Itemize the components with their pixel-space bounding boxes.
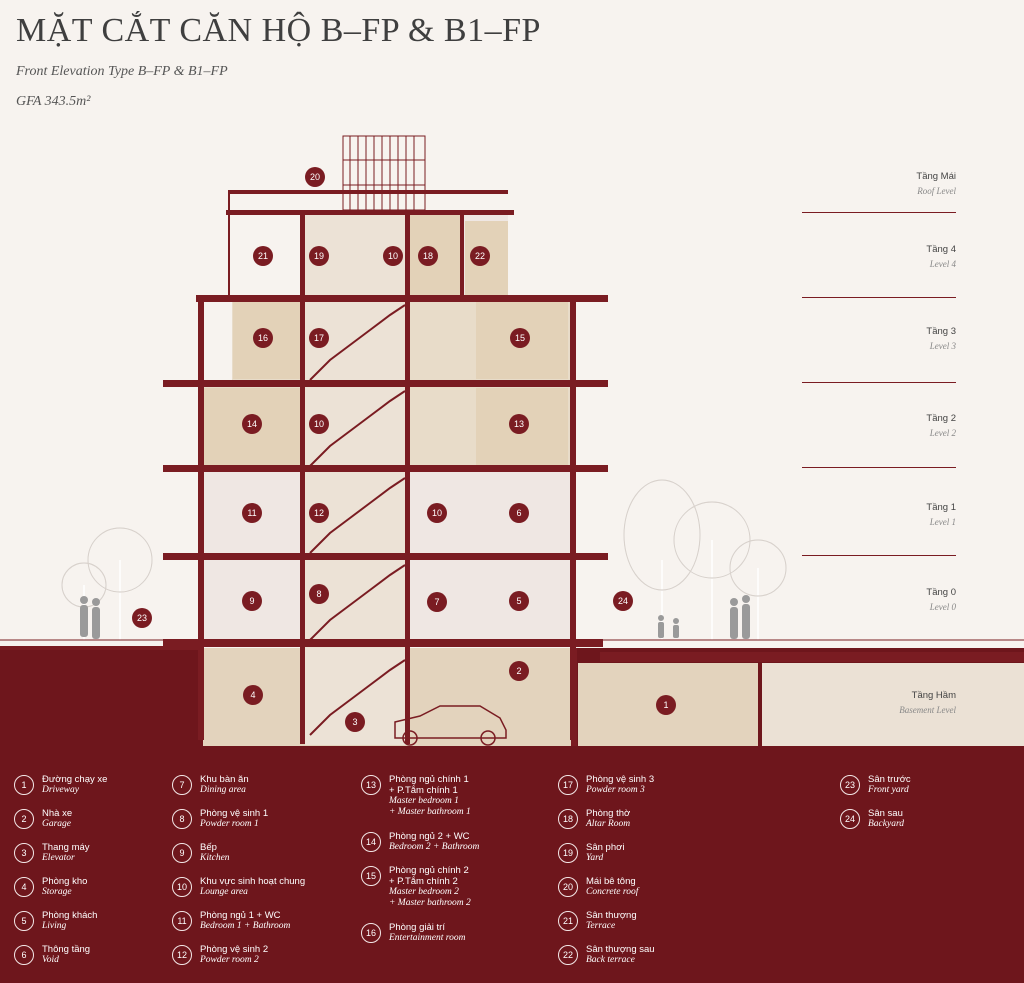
- level-2-label: Tầng 2 Level 2: [926, 413, 956, 438]
- level-1-line: [802, 555, 956, 556]
- room-marker: 4: [243, 685, 263, 705]
- level-4-label: Tầng 4 Level 4: [926, 244, 956, 269]
- page-title: MẶT CẮT CĂN HỘ B–FP & B1–FP: [16, 12, 541, 49]
- room-marker: 14: [242, 414, 262, 434]
- level-4-line: [802, 297, 956, 298]
- level-roof-line: [802, 212, 956, 213]
- level-2-line: [802, 467, 956, 468]
- gfa-label: GFA 343.5m²: [16, 94, 91, 109]
- page-subtitle: Front Elevation Type B–FP & B1–FP: [16, 64, 228, 79]
- level-3-label: Tầng 3 Level 3: [926, 326, 956, 351]
- room-marker: 3: [345, 712, 365, 732]
- room-marker: 12: [309, 503, 329, 523]
- level-1-label: Tầng 1 Level 1: [926, 502, 956, 527]
- room-marker: 19: [309, 246, 329, 266]
- room-marker: 16: [253, 328, 273, 348]
- room-marker: 10: [427, 503, 447, 523]
- stairs: [309, 304, 406, 736]
- room-marker: 9: [242, 591, 262, 611]
- room-marker: 7: [427, 592, 447, 612]
- room-marker: 2: [509, 661, 529, 681]
- level-basement-label: Tầng Hầm Basement Level: [899, 690, 956, 715]
- level-roof-label: Tầng Mái Roof Level: [916, 171, 956, 196]
- room-marker: 8: [309, 584, 329, 604]
- room-marker: 6: [509, 503, 529, 523]
- room-marker: 24: [613, 591, 633, 611]
- level-0-label: Tầng 0 Level 0: [926, 587, 956, 612]
- room-marker: 11: [242, 503, 262, 523]
- room-marker: 10: [309, 414, 329, 434]
- slabs: [0, 190, 1024, 746]
- room-marker: 18: [418, 246, 438, 266]
- room-marker: 23: [132, 608, 152, 628]
- people-figures: [80, 595, 750, 639]
- roof-pergola: [342, 135, 426, 211]
- car-icon: [394, 705, 507, 746]
- room-marker: 22: [470, 246, 490, 266]
- driveway-extension: [762, 663, 1024, 746]
- room-marker: 15: [510, 328, 530, 348]
- room-marker: 20: [305, 167, 325, 187]
- level-3-line: [802, 382, 956, 383]
- stair-core: [305, 215, 407, 745]
- room-marker: 17: [309, 328, 329, 348]
- room-marker: 10: [383, 246, 403, 266]
- room-marker: 13: [509, 414, 529, 434]
- room-marker: 21: [253, 246, 273, 266]
- roof-slab: [228, 190, 508, 194]
- room-marker: 1: [656, 695, 676, 715]
- room-marker: 5: [509, 591, 529, 611]
